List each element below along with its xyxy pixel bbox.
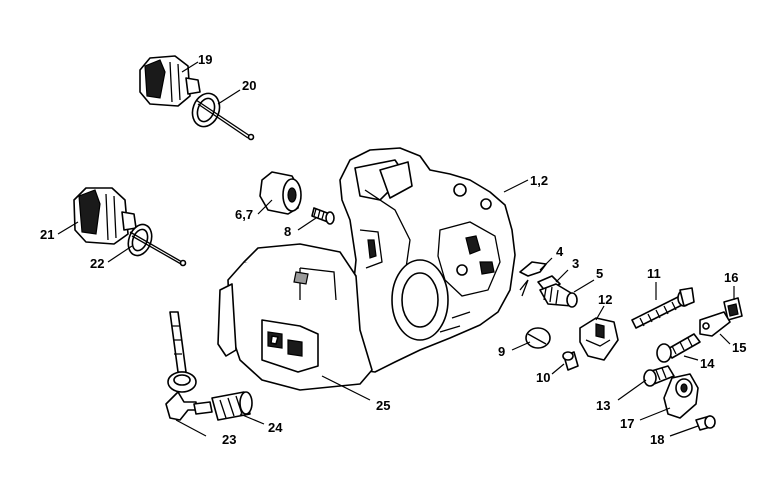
part-10-pin [562, 351, 579, 371]
label-14: 14 [700, 356, 715, 371]
part-20-oring-hose [191, 92, 255, 141]
part-23-pickup-tube [165, 311, 213, 421]
label-1-2: 1,2 [530, 173, 548, 188]
label-15: 15 [732, 340, 746, 355]
label-4: 4 [556, 244, 564, 259]
label-18: 18 [650, 432, 664, 447]
part-19-oil-pump [139, 55, 201, 107]
label-12: 12 [598, 292, 612, 307]
part-25-tank-housing [217, 243, 373, 391]
part-5-bolt [539, 283, 578, 308]
part-24-filter [211, 391, 253, 421]
label-25: 25 [376, 398, 390, 413]
part-labels: 19 20 21 22 6,7 8 1,2 4 3 5 11 16 12 9 1… [40, 52, 746, 447]
label-5: 5 [596, 266, 603, 281]
part-11-bolt [631, 287, 695, 329]
part-16-clip [723, 297, 743, 321]
label-11: 11 [647, 266, 661, 281]
label-23: 23 [222, 432, 236, 447]
part-8-screw [311, 207, 335, 225]
label-10: 10 [536, 370, 550, 385]
part-22-oring-hose [127, 223, 187, 267]
label-9: 9 [498, 344, 505, 359]
part-13-bolt [643, 365, 675, 387]
part-4-pin [519, 261, 547, 297]
part-18-screw [695, 415, 716, 431]
part-6-7-buffer [259, 171, 302, 215]
part-21-oil-pump [73, 187, 137, 245]
part-15-lever [699, 311, 731, 337]
label-16: 16 [724, 270, 738, 285]
leader-lines [57, 61, 735, 437]
label-13: 13 [596, 398, 610, 413]
part-17-block [663, 373, 699, 419]
label-21: 21 [40, 227, 54, 242]
label-8: 8 [284, 224, 291, 239]
label-6-7: 6,7 [235, 207, 253, 222]
label-19: 19 [198, 52, 212, 67]
label-20: 20 [242, 78, 256, 93]
label-3: 3 [572, 256, 579, 271]
label-22: 22 [90, 256, 104, 271]
label-24: 24 [268, 420, 283, 435]
part-14-bolt [656, 333, 701, 363]
part-12-tensioner [579, 317, 619, 361]
label-17: 17 [620, 416, 634, 431]
part-1-2-crankcase [339, 147, 516, 373]
part-9-cap [525, 327, 551, 349]
